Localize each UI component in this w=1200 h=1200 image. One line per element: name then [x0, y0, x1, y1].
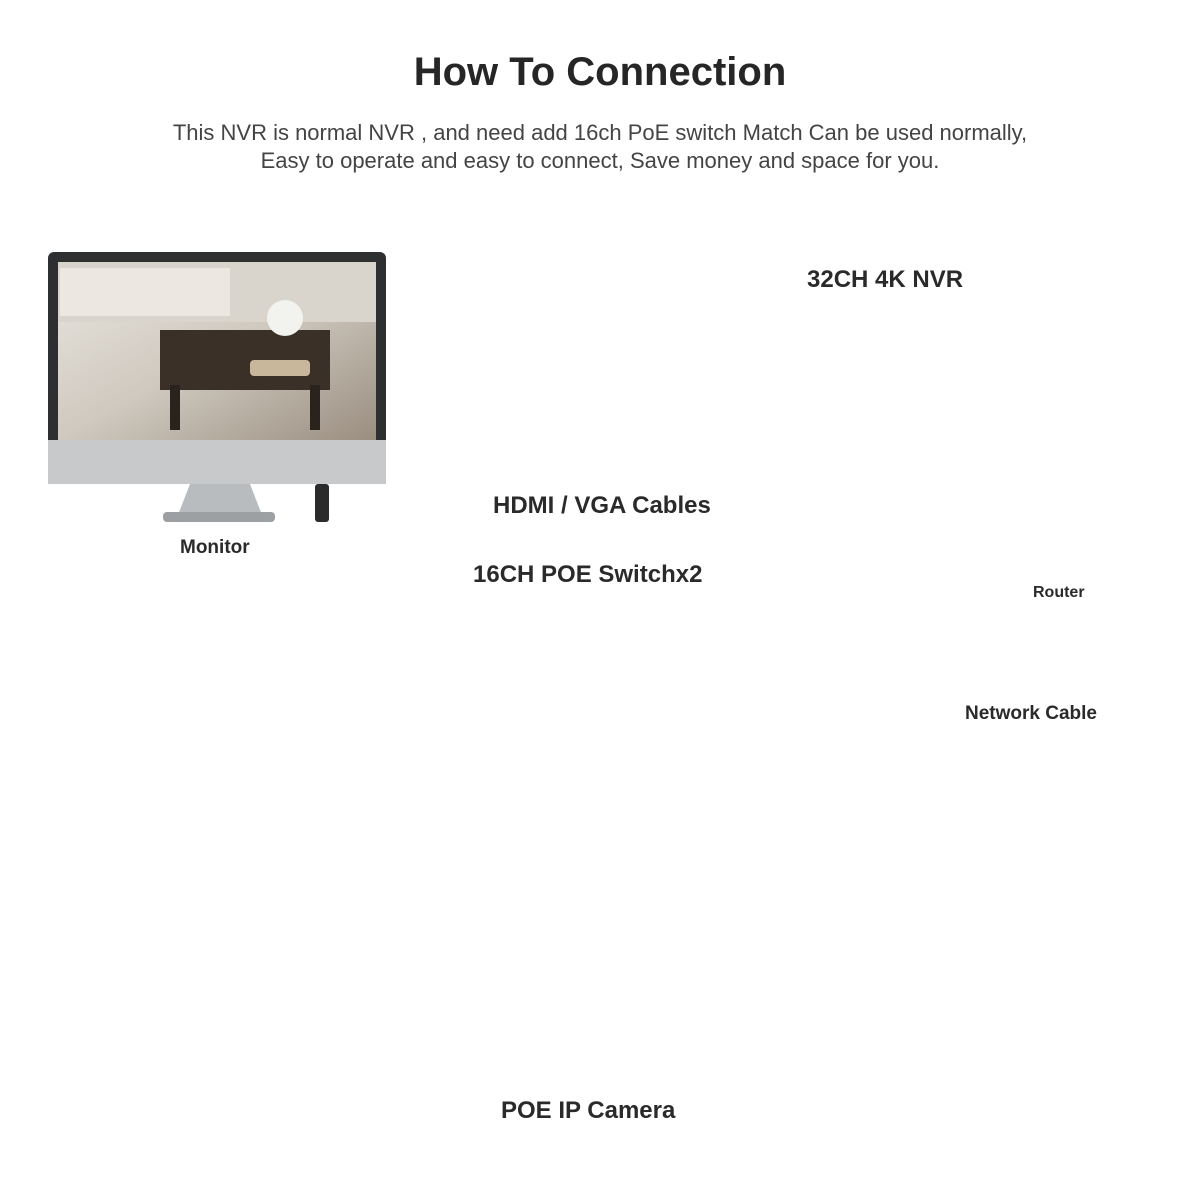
monitor-plug — [315, 484, 329, 522]
subtitle-line-1: This NVR is normal NVR , and need add 16… — [172, 120, 1028, 145]
screen-flowers — [267, 300, 303, 336]
hdmi-vga-label: HDMI / VGA Cables — [493, 492, 711, 519]
network-cable-label: Network Cable — [965, 703, 1097, 724]
subtitle-line-2: Easy to operate and easy to connect, Sav… — [260, 148, 940, 173]
monitor — [48, 252, 386, 522]
page-title: How To Connection — [413, 50, 787, 94]
camera-label: POE IP Camera — [501, 1097, 676, 1124]
nvr-label: 32CH 4K NVR — [807, 266, 964, 293]
monitor-label: Monitor — [180, 537, 250, 558]
monitor-base — [163, 512, 275, 522]
screen-window — [60, 268, 230, 316]
switch-label: 16CH POE Switchx2 — [473, 561, 703, 588]
monitor-chin — [48, 440, 386, 484]
monitor-stand — [178, 484, 262, 515]
router-label: Router — [1033, 584, 1085, 601]
